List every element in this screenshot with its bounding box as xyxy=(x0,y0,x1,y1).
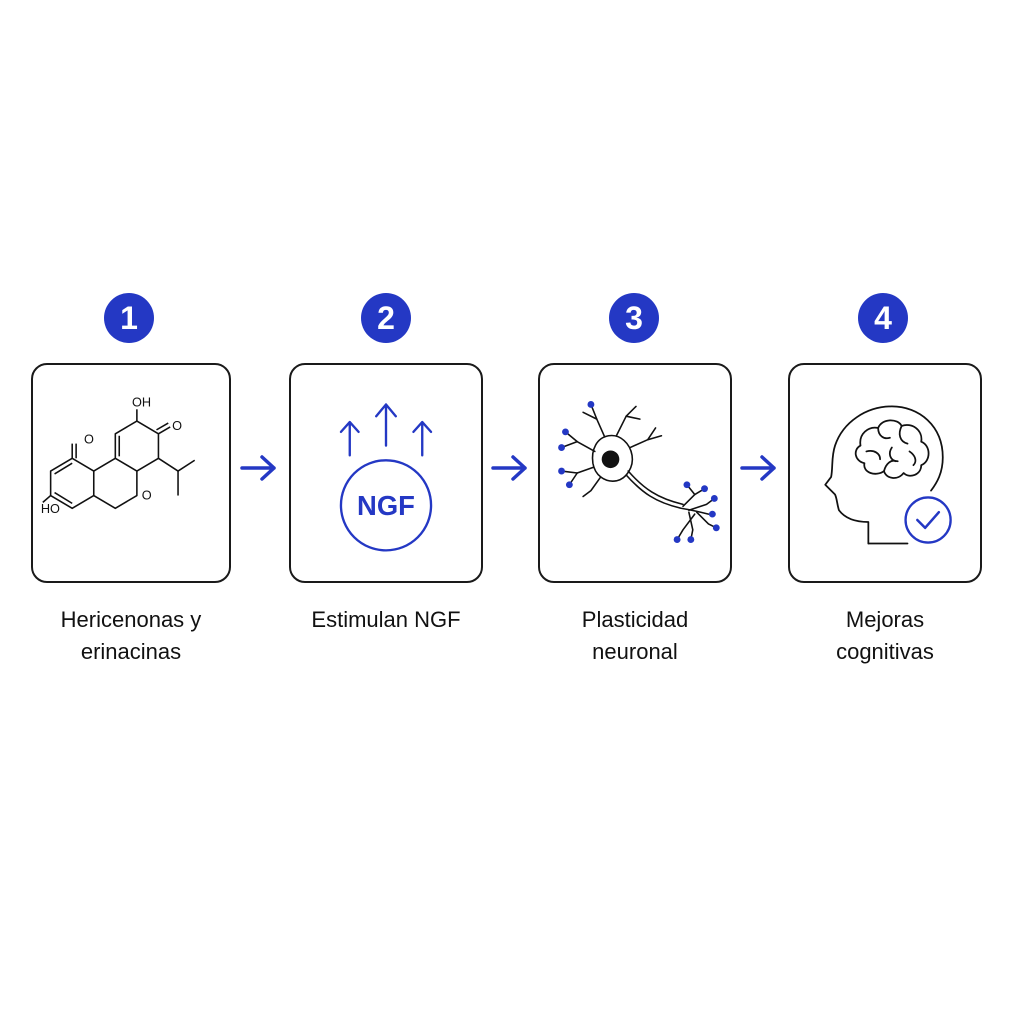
ngf-stimulation-icon: NGF xyxy=(339,403,433,552)
step-label-4: Mejoras cognitivas xyxy=(836,607,934,664)
step-label-3: Plasticidad neuronal xyxy=(581,607,689,664)
chemical-structure-icon: OH O O HO O xyxy=(41,394,196,516)
chem-label-oh-top: OH xyxy=(132,394,151,409)
step-number-3: 3 xyxy=(609,293,659,343)
step-label-2: Estimulan NGF xyxy=(311,607,461,632)
step-number-1: 1 xyxy=(104,293,154,343)
arrow-up-icon xyxy=(412,420,433,457)
chem-label-o-ring: O xyxy=(142,487,152,502)
step-box-1: OH O O HO O xyxy=(31,363,231,583)
arrow-up-icon xyxy=(375,403,397,447)
step-box-4 xyxy=(788,363,982,583)
arrow-right-icon xyxy=(240,455,276,481)
checkmark-icon xyxy=(916,510,941,530)
chem-label-o-left: O xyxy=(84,432,94,447)
brain-head-check-icon xyxy=(824,405,952,545)
step-number-4: 4 xyxy=(858,293,908,343)
step-box-2: NGF xyxy=(289,363,483,583)
step-label-1: Hericenonas y erinacinas xyxy=(60,607,202,664)
arrow-right-icon xyxy=(491,455,527,481)
chem-label-ho: HO xyxy=(41,501,60,516)
chem-label-o-right: O xyxy=(172,418,182,433)
ngf-badge-text: NGF xyxy=(357,490,415,521)
arrow-right-icon xyxy=(740,455,776,481)
arrow-up-icon xyxy=(339,420,360,457)
step-box-3 xyxy=(538,363,732,583)
neuron-icon xyxy=(558,401,720,544)
step-number-2: 2 xyxy=(361,293,411,343)
